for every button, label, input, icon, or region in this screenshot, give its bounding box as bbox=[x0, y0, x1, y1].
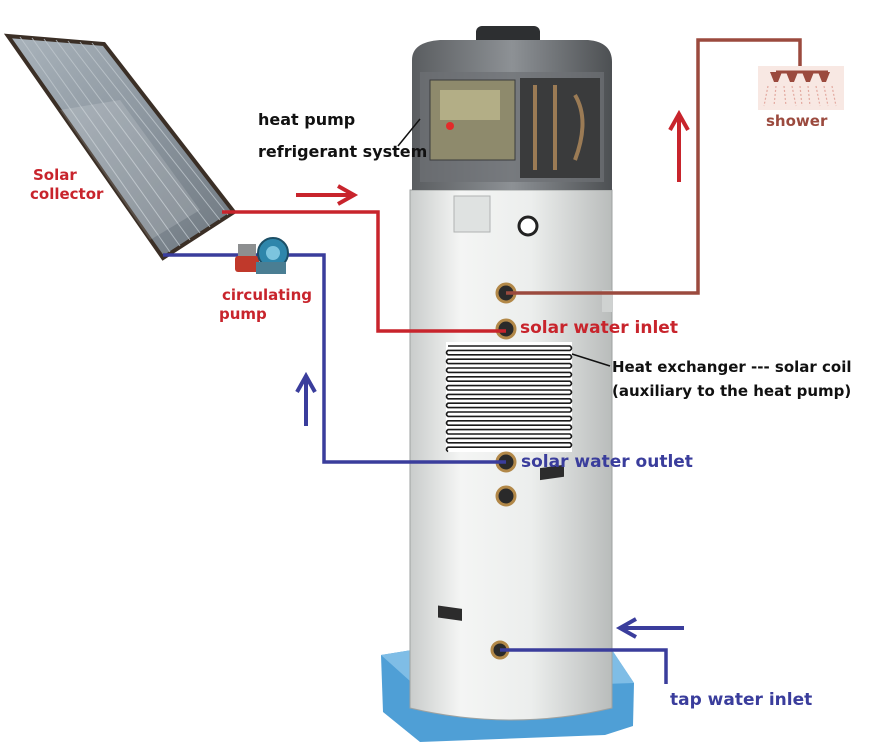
heat-exchanger-leader-line bbox=[571, 353, 611, 367]
tap-water-inlet-label: tap water inlet bbox=[670, 690, 813, 710]
refrigerant-system-label: refrigerant system bbox=[258, 142, 428, 161]
tap-water-pipe bbox=[500, 648, 668, 684]
heat-exchanger-label-line2: (auxiliary to the heat pump) bbox=[612, 382, 852, 400]
solar-collector-label-line2: collector bbox=[30, 185, 104, 203]
shower-head-icon bbox=[758, 66, 844, 110]
solar-panel-icon bbox=[3, 33, 237, 261]
flow-arrow-right-red bbox=[296, 184, 359, 206]
heat-pump-leader-line bbox=[397, 118, 421, 147]
shower-label: shower bbox=[766, 112, 828, 130]
solar-water-inlet-label: solar water inlet bbox=[520, 318, 678, 338]
flow-arrow-left-blue bbox=[615, 617, 684, 639]
shower-pipe bbox=[506, 38, 802, 295]
heat-exchanger-label-line1: Heat exchanger --- solar coil bbox=[612, 358, 852, 376]
heat-pump-unit bbox=[412, 26, 612, 190]
solar-collector-label-line1: Solar bbox=[33, 166, 77, 184]
circulating-pump-label-line2: pump bbox=[219, 305, 267, 323]
flow-arrow-up-red bbox=[668, 109, 690, 182]
flow-arrow-up-blue bbox=[295, 371, 317, 426]
circulating-pump-icon bbox=[235, 237, 289, 274]
heat-exchanger-coil-icon bbox=[445, 342, 573, 453]
heat-pump-label: heat pump bbox=[258, 110, 356, 129]
hot-pipe bbox=[222, 210, 506, 333]
solar-water-outlet-label: solar water outlet bbox=[521, 452, 693, 472]
circulating-pump-label-line1: circulating bbox=[222, 286, 312, 304]
